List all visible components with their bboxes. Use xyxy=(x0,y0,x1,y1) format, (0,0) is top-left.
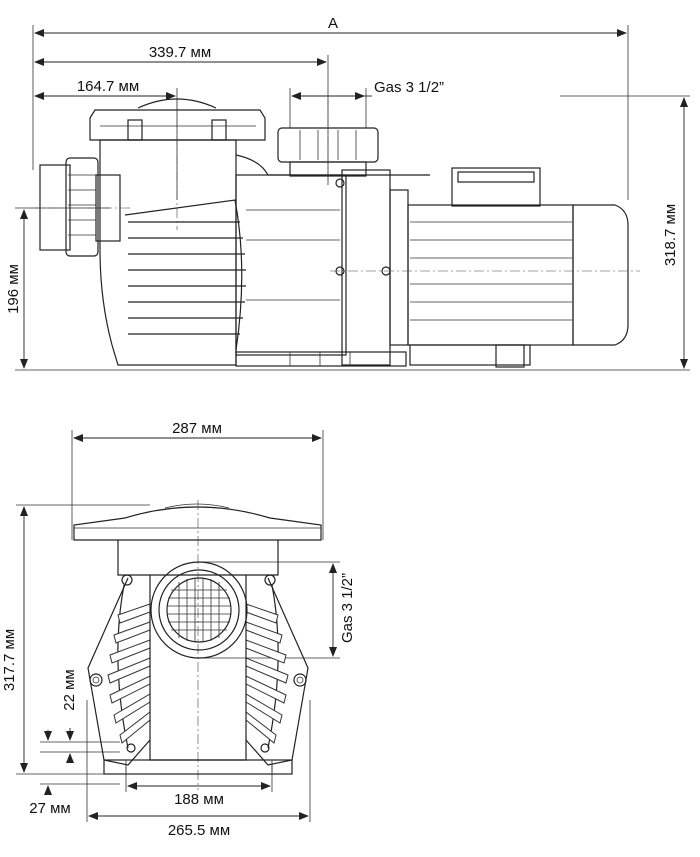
dimension-317-label: 317.7 мм xyxy=(1,629,18,691)
bolt xyxy=(260,743,270,753)
dimension-188-label: 188 мм xyxy=(174,791,224,808)
bolt xyxy=(293,673,307,687)
front-view: 287 мм 317.7 мм Gas 3 1/2” 22 мм 27 мм 1… xyxy=(1,420,356,839)
dimension-339-label: 339.7 мм xyxy=(149,44,211,61)
motor-ribs xyxy=(410,221,572,321)
dimension-196-label: 196 мм xyxy=(5,264,22,314)
dimension-a-label: A xyxy=(328,15,338,32)
dimension-22-label: 22 мм xyxy=(61,669,78,710)
strainer-lid xyxy=(89,109,266,141)
terminal-box xyxy=(451,167,541,207)
motor-flange xyxy=(341,169,391,366)
strainer-housing xyxy=(99,139,237,366)
dimension-318-label: 318.7 мм xyxy=(662,204,679,266)
cooling-fins xyxy=(128,221,246,335)
front-right-fins xyxy=(245,603,289,744)
front-left-fins xyxy=(107,603,151,744)
front-strainer-lid xyxy=(73,506,322,541)
bolt xyxy=(264,574,276,586)
motor-body xyxy=(407,204,574,346)
bolt xyxy=(126,743,136,753)
inlet-grid xyxy=(167,578,231,642)
dimension-27-label: 27 мм xyxy=(29,800,70,817)
bolt xyxy=(121,574,133,586)
dimension-265-label: 265.5 мм xyxy=(168,822,230,839)
dimension-164-label: 164.7 мм xyxy=(77,78,139,95)
dimension-gas-side-label: Gas 3 1/2” xyxy=(374,79,444,96)
side-view: A 339.7 мм 164.7 мм Gas 3 1/2” 196 мм 31… xyxy=(5,15,690,371)
dimension-gas-front-label: Gas 3 1/2” xyxy=(339,573,356,643)
inlet-union xyxy=(39,164,71,251)
fan-cover xyxy=(572,204,629,346)
bolt xyxy=(89,673,103,687)
front-foot xyxy=(103,759,293,775)
dimension-287-label: 287 мм xyxy=(172,420,222,437)
pump-base xyxy=(235,351,407,367)
front-inlet-port xyxy=(150,561,248,659)
